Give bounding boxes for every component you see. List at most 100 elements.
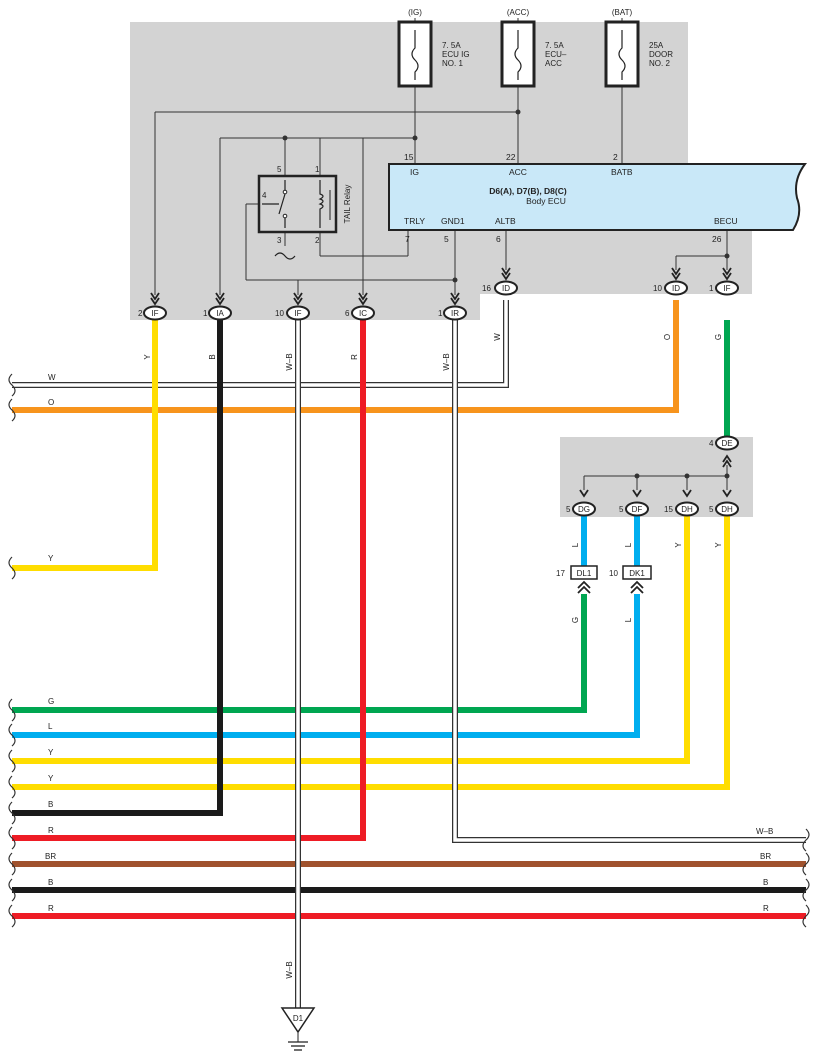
svg-text:W–B: W–B — [756, 827, 773, 836]
svg-text:D1: D1 — [293, 1014, 304, 1023]
svg-text:1: 1 — [438, 309, 443, 318]
svg-text:1: 1 — [709, 284, 714, 293]
svg-text:Y: Y — [48, 774, 54, 783]
fuse-acc[interactable]: (ACC) 7. 5A ECU– ACC — [500, 8, 567, 88]
svg-text:Y: Y — [714, 542, 723, 548]
svg-text:NO. 2: NO. 2 — [649, 59, 670, 68]
svg-text:GND1: GND1 — [441, 216, 465, 226]
svg-text:17: 17 — [556, 569, 565, 578]
svg-text:IG: IG — [410, 167, 419, 177]
svg-text:L: L — [571, 542, 580, 547]
svg-text:Y: Y — [674, 542, 683, 548]
connector-if-1[interactable]: IF 1 — [709, 267, 739, 296]
svg-text:1: 1 — [315, 165, 320, 174]
svg-text:IF: IF — [151, 309, 158, 318]
connector-ic-6[interactable]: IC 6 — [345, 292, 375, 321]
svg-text:DK1: DK1 — [629, 569, 645, 578]
wire-y-dh5 — [12, 516, 730, 790]
body-ecu[interactable]: 15 IG 22 ACC 2 BATB D6(A), D7(B), D8(C) … — [388, 152, 807, 244]
svg-text:DH: DH — [721, 505, 733, 514]
junction-out-connectors: DG 5 DF 5 DH 15 DH 5 — [566, 489, 739, 517]
svg-text:Y: Y — [143, 354, 152, 360]
svg-text:R: R — [48, 904, 54, 913]
svg-text:NO. 1: NO. 1 — [442, 59, 463, 68]
svg-text:IA: IA — [216, 309, 224, 318]
connector-id-10[interactable]: ID 10 — [653, 267, 688, 296]
svg-text:25A: 25A — [649, 41, 664, 50]
svg-text:5: 5 — [444, 234, 449, 244]
svg-text:15: 15 — [664, 505, 673, 514]
wire-r-ic — [12, 320, 366, 841]
svg-text:O: O — [48, 398, 54, 407]
wire-y-dh15 — [12, 516, 690, 764]
svg-text:TRLY: TRLY — [404, 216, 425, 226]
ground-d1[interactable]: D1 — [280, 1007, 316, 1051]
svg-text:BR: BR — [760, 852, 771, 861]
svg-text:IC: IC — [359, 309, 367, 318]
svg-text:ACC: ACC — [509, 167, 527, 177]
svg-text:ALTB: ALTB — [495, 216, 516, 226]
wire-b-ia — [12, 320, 223, 816]
wire-labels: W O Y G L Y Y B R BR B R W–B BR B R Y B … — [45, 333, 773, 979]
svg-text:BR: BR — [45, 852, 56, 861]
connector-dh-5[interactable]: DH 5 — [709, 489, 739, 517]
svg-text:2: 2 — [138, 309, 143, 318]
svg-text:5: 5 — [709, 505, 714, 514]
svg-text:DE: DE — [721, 439, 732, 448]
connector-dh-15[interactable]: DH 15 — [664, 489, 699, 517]
svg-text:BATB: BATB — [611, 167, 633, 177]
svg-text:G: G — [714, 334, 723, 340]
wire-o — [12, 300, 679, 413]
svg-text:IF: IF — [723, 284, 730, 293]
wire-y-if2 — [12, 320, 158, 571]
svg-text:W: W — [48, 373, 56, 382]
svg-text:B: B — [48, 878, 53, 887]
fuse-bat[interactable]: (BAT) 25A DOOR NO. 2 — [604, 8, 673, 88]
svg-text:W: W — [493, 333, 502, 341]
connector-df-5[interactable]: DF 5 — [619, 489, 649, 517]
svg-text:ID: ID — [672, 284, 680, 293]
svg-text:ECU–: ECU– — [545, 50, 567, 59]
svg-text:4: 4 — [262, 191, 267, 200]
svg-text:16: 16 — [482, 284, 491, 293]
svg-text:L: L — [48, 722, 53, 731]
ecu-title: D6(A), D7(B), D8(C) — [489, 186, 567, 196]
svg-text:R: R — [48, 826, 54, 835]
svg-text:10: 10 — [653, 284, 662, 293]
svg-text:IR: IR — [451, 309, 459, 318]
wire-l-bottom — [12, 594, 640, 738]
svg-text:7. 5A: 7. 5A — [442, 41, 461, 50]
svg-text:B: B — [48, 800, 53, 809]
relay-label: TAIL Relay — [343, 185, 352, 224]
svg-text:B: B — [208, 354, 217, 359]
connector-id-16[interactable]: ID 16 — [482, 267, 518, 296]
svg-text:W–B: W–B — [285, 961, 294, 978]
connector-dl1[interactable]: DL1 17 — [556, 565, 598, 594]
svg-text:7: 7 — [405, 234, 410, 244]
svg-text:5: 5 — [277, 165, 282, 174]
svg-text:10: 10 — [275, 309, 284, 318]
internal-wiring — [154, 86, 728, 490]
connector-if-10[interactable]: IF 10 — [275, 292, 310, 321]
svg-text:4: 4 — [709, 439, 714, 448]
fuse-ig[interactable]: (IG) 7. 5A ECU IG NO. 1 — [397, 8, 470, 88]
tail-relay[interactable]: 5 1 4 3 2 TAIL Relay — [257, 165, 352, 260]
connector-dg-5[interactable]: DG 5 — [566, 489, 596, 517]
svg-text:DOOR: DOOR — [649, 50, 673, 59]
ecu-subtitle: Body ECU — [526, 196, 566, 206]
svg-text:R: R — [350, 354, 359, 360]
svg-text:W–B: W–B — [285, 353, 294, 370]
svg-text:G: G — [48, 697, 54, 706]
connector-de-4[interactable]: DE 4 — [709, 435, 739, 468]
svg-text:10: 10 — [609, 569, 618, 578]
connector-ir-1[interactable]: IR 1 — [438, 292, 467, 321]
connector-ia-1[interactable]: IA 1 — [203, 292, 232, 321]
connector-if-2[interactable]: IF 2 — [138, 292, 167, 321]
svg-text:22: 22 — [506, 152, 516, 162]
svg-text:2: 2 — [315, 236, 320, 245]
svg-text:15: 15 — [404, 152, 414, 162]
svg-text:Y: Y — [48, 748, 54, 757]
connector-dk1[interactable]: DK1 10 — [609, 565, 652, 594]
svg-text:DG: DG — [578, 505, 590, 514]
